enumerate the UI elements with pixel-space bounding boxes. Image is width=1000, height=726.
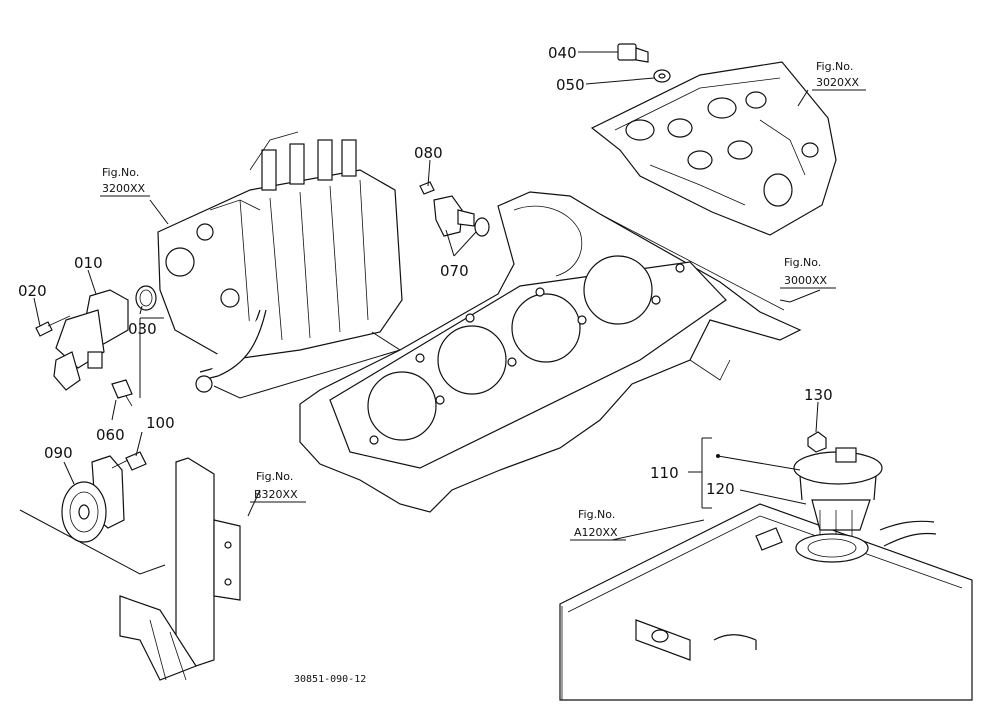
fuel-tank [559, 503, 973, 701]
svg-text:B320XX: B320XX [254, 488, 298, 501]
svg-text:Fig.No.: Fig.No. [816, 60, 853, 73]
part-120-gasket [795, 533, 869, 563]
part-050-washer [653, 69, 671, 83]
label-070: 070 [440, 262, 469, 280]
svg-text:Fig.No.: Fig.No. [256, 470, 293, 483]
fig-ref-B320: Fig.No. B320XX [250, 470, 306, 503]
label-120: 120 [706, 480, 735, 498]
svg-text:Fig.No.: Fig.No. [578, 508, 615, 521]
part-080-bolt [419, 181, 435, 195]
part-020-bolt [35, 315, 71, 337]
label-080: 080 [414, 144, 443, 162]
part-010-solenoid [53, 289, 129, 391]
label-110: 110 [650, 464, 679, 482]
part-060-sensor [111, 379, 133, 407]
fig-ref-3200: Fig.No. 3200XX [100, 166, 150, 197]
fig-ref-3020: Fig.No. 3020XX [812, 60, 866, 91]
leader-lines [33, 51, 821, 541]
part-130-nut [807, 431, 827, 453]
label-030: 030 [128, 320, 157, 338]
cylinder-head [590, 61, 837, 236]
fig-ref-A120: Fig.No. A120XX [570, 508, 626, 541]
svg-text:A120XX: A120XX [574, 526, 618, 539]
injection-pump [157, 131, 403, 393]
label-100: 100 [146, 414, 175, 432]
part-030-oring [135, 285, 157, 311]
part-110-fuel-gauge [793, 447, 883, 544]
label-050: 050 [556, 76, 585, 94]
drawing-reference: 30851-090-12 [294, 674, 366, 685]
label-020: 020 [18, 282, 47, 300]
svg-text:3000XX: 3000XX [784, 274, 828, 287]
label-060: 060 [96, 426, 125, 444]
svg-text:3020XX: 3020XX [816, 76, 860, 89]
head-gasket [329, 255, 727, 469]
part-100-bolt [111, 451, 147, 471]
svg-text:Fig.No.: Fig.No. [784, 256, 821, 269]
label-130: 130 [804, 386, 833, 404]
svg-text:Fig.No.: Fig.No. [102, 166, 139, 179]
part-070-sensor [433, 195, 490, 237]
mount-bracket [119, 457, 241, 681]
label-090: 090 [44, 444, 73, 462]
part-090-pulley [61, 455, 125, 543]
label-040: 040 [548, 44, 577, 62]
svg-text:3200XX: 3200XX [102, 182, 146, 195]
label-010: 010 [74, 254, 103, 272]
part-040-sensor [617, 43, 649, 63]
fuel-return-pipe [879, 520, 937, 547]
fig-ref-3000: Fig.No. 3000XX [780, 256, 836, 289]
